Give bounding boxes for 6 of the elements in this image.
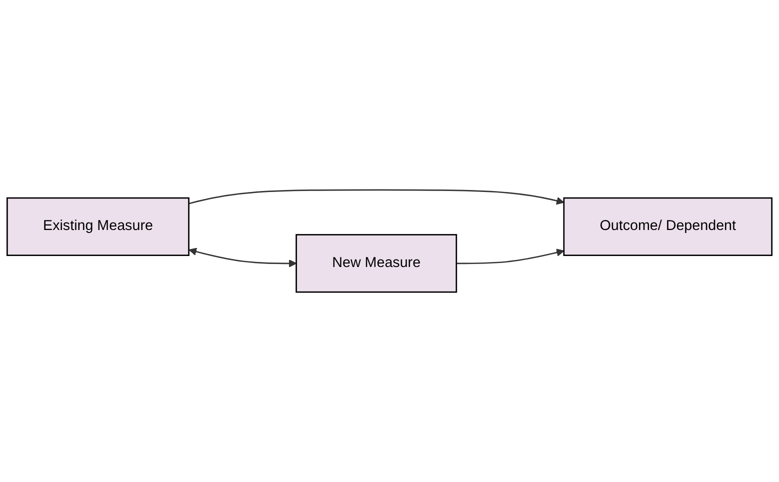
node-box — [563, 197, 772, 256]
arrow — [188, 189, 564, 205]
node-box — [6, 197, 190, 256]
node-box — [296, 234, 458, 293]
arrow — [188, 248, 297, 268]
arrow — [456, 248, 564, 264]
